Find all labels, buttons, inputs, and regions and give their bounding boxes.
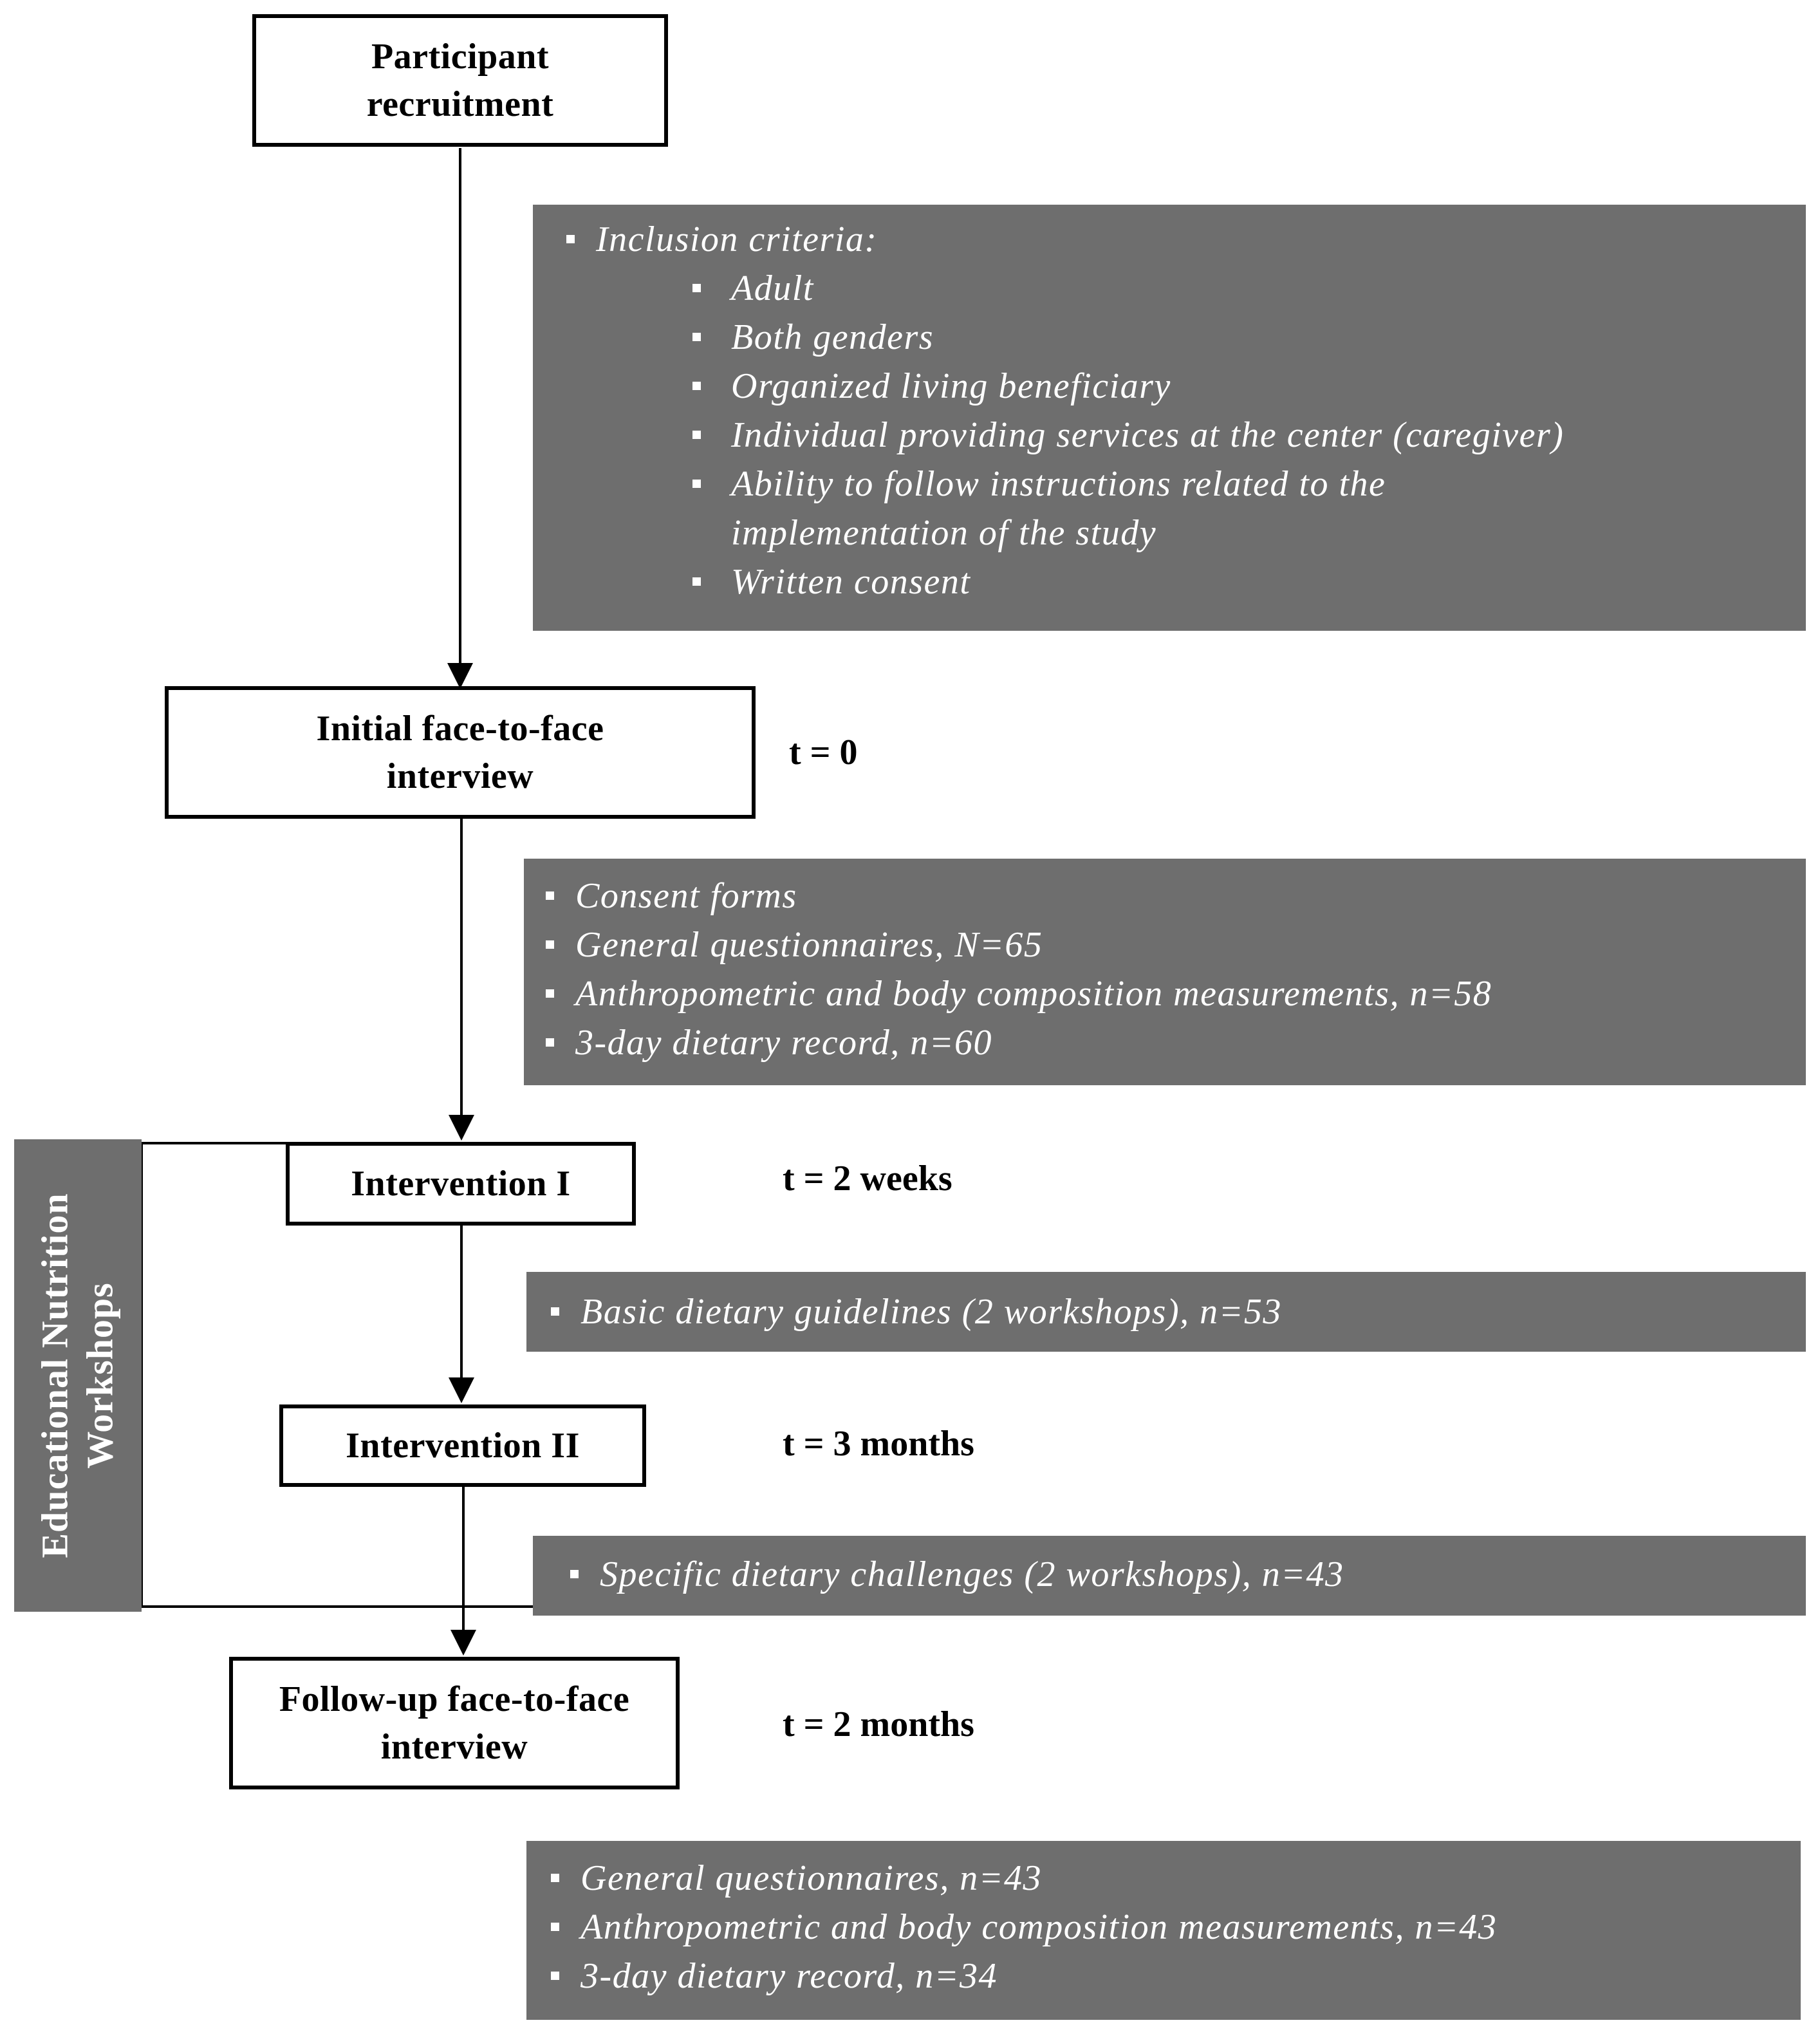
inclusion-criteria-list: Inclusion criteria:: [533, 215, 1806, 264]
measure-item: Anthropometric and body composition meas…: [517, 1903, 1801, 1952]
criterion-item: Individual providing services at the cen…: [680, 411, 1806, 460]
side-label-line-2: Workshops: [79, 1282, 121, 1469]
measure-item: Anthropometric and body composition meas…: [512, 969, 1806, 1018]
measure-item: General questionnaires, n=43: [517, 1854, 1801, 1903]
measure-item: Consent forms: [512, 872, 1806, 920]
workshop-item: Basic dietary guidelines (2 workshops), …: [517, 1287, 1806, 1336]
timepoint-initial: t = 0: [789, 732, 858, 772]
followup-measures-list: General questionnaires, n=43 Anthropomet…: [517, 1854, 1801, 2001]
stage-label: Intervention I: [351, 1164, 571, 1204]
workshop-1-list: Basic dietary guidelines (2 workshops), …: [517, 1287, 1806, 1336]
measure-item: 3-day dietary record, n=34: [517, 1952, 1801, 2001]
measure-item: 3-day dietary record, n=60: [512, 1018, 1806, 1067]
stage-label: Intervention II: [346, 1426, 580, 1466]
baseline-measures-list: Consent forms General questionnaires, N=…: [512, 872, 1806, 1067]
stage-intervention-1: Intervention I: [286, 1142, 636, 1226]
timepoint-followup: t = 2 months: [783, 1704, 974, 1744]
criterion-item: Both genders: [680, 313, 1806, 362]
workshop-2-list: Specific dietary challenges (2 workshops…: [537, 1550, 1806, 1599]
measure-item: General questionnaires, N=65: [512, 920, 1806, 969]
criterion-item: Organized living beneficiary: [680, 362, 1806, 411]
workshop-item: Specific dietary challenges (2 workshops…: [537, 1550, 1806, 1599]
inclusion-heading: Inclusion criteria:: [533, 215, 1806, 264]
criterion-item: Ability to follow instructions related t…: [680, 460, 1568, 557]
stage-label: Follow-up face-to-face interview: [279, 1679, 630, 1767]
inclusion-criteria-items: Adult Both genders Organized living bene…: [680, 264, 1806, 606]
stage-initial-interview: Initial face-to-face interview: [165, 686, 756, 819]
stage-followup-interview: Follow-up face-to-face interview: [229, 1657, 680, 1789]
stage-label: Participant recruitment: [366, 37, 554, 124]
stage-participant-recruitment: Participant recruitment: [252, 14, 668, 147]
workshop-1-panel: Basic dietary guidelines (2 workshops), …: [526, 1272, 1806, 1352]
stage-intervention-2: Intervention II: [279, 1404, 646, 1487]
timepoint-intervention-2: t = 3 months: [783, 1424, 974, 1464]
followup-measures-panel: General questionnaires, n=43 Anthropomet…: [526, 1841, 1801, 2020]
workshop-bracket: [140, 1142, 533, 1608]
workshop-2-panel: Specific dietary challenges (2 workshops…: [533, 1536, 1806, 1616]
side-label-text: Educational Nutrition Workshops: [33, 1193, 123, 1558]
criterion-item: Written consent: [680, 557, 1806, 606]
timepoint-intervention-1: t = 2 weeks: [783, 1159, 952, 1199]
inclusion-criteria-panel: Inclusion criteria: Adult Both genders O…: [533, 205, 1806, 631]
criterion-item: Adult: [680, 264, 1806, 313]
workshops-side-label: Educational Nutrition Workshops: [14, 1139, 142, 1612]
stage-label: Initial face-to-face interview: [316, 709, 604, 796]
side-label-line-1: Educational Nutrition: [34, 1193, 76, 1558]
baseline-measures-panel: Consent forms General questionnaires, N=…: [524, 859, 1806, 1085]
